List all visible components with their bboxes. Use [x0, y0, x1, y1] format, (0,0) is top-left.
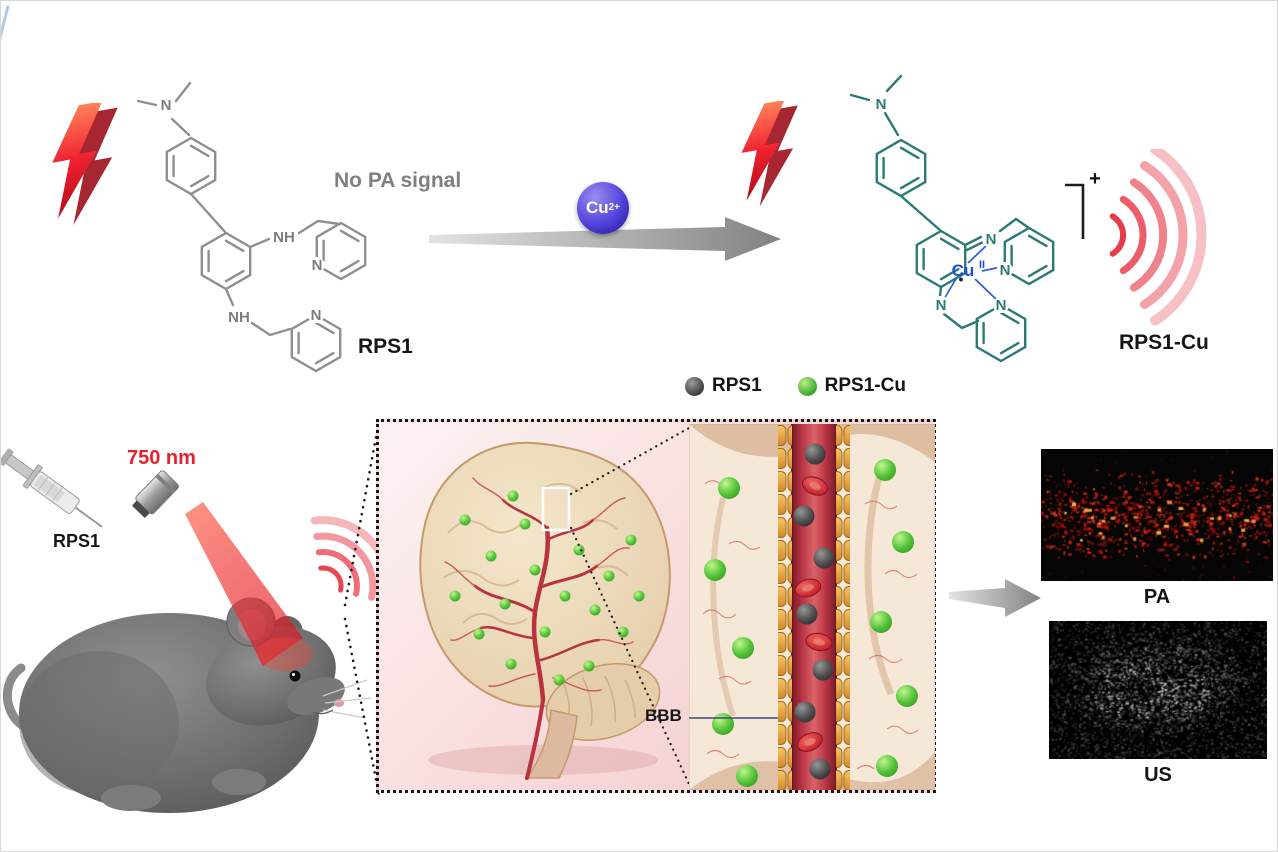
rps1cu-spheres	[704, 459, 918, 787]
legend-label-rps1: RPS1	[712, 375, 762, 396]
svg-text:N: N	[311, 307, 322, 324]
cu-ion-charge: 2+	[608, 202, 621, 213]
output-arrow	[949, 579, 1041, 617]
zoom-region-box	[541, 486, 571, 532]
bbb-wall-left	[778, 424, 792, 790]
laser-spot	[257, 637, 313, 671]
syringe-label: RPS1	[53, 531, 101, 551]
reaction-arrow	[429, 217, 781, 261]
cu-ion-symbol: Cu	[585, 198, 609, 217]
legend-label-rps1cu: RPS1-Cu	[824, 375, 906, 396]
laser-pointer-icon	[132, 470, 179, 518]
legend-item-rps1: RPS1	[685, 375, 762, 397]
brain-zoom-panel: BBB	[376, 419, 936, 793]
svg-text:NH: NH	[228, 309, 250, 326]
rps1-structure: N NH NH N N	[136, 81, 367, 373]
charge-bracket	[1065, 183, 1085, 239]
tissue-capillaries	[702, 480, 919, 770]
laser-wavelength-label: 750 nm	[127, 447, 196, 469]
lightning-bolt-left-icon	[52, 103, 118, 225]
rps1-sphere-icon	[685, 376, 704, 396]
svg-text:Cu: Cu	[952, 261, 975, 280]
bbb-wall-right	[836, 424, 850, 790]
rps1cu-bonds	[849, 74, 1055, 363]
laser-beam	[185, 502, 303, 666]
bbb-label: BBB	[645, 706, 682, 725]
pa-output: PA	[1041, 449, 1273, 609]
us-output: US	[1049, 621, 1267, 787]
svg-text:+: +	[1089, 168, 1101, 190]
svg-text:N: N	[161, 97, 172, 114]
rps1cu-structure: N N N N N • Cu II +	[849, 74, 1101, 363]
rps1-spheres	[793, 443, 835, 780]
svg-text:N: N	[986, 231, 997, 248]
pa-signal-waves-icon	[1109, 149, 1207, 326]
brain-capillaries	[444, 477, 634, 692]
svg-text:•: •	[959, 271, 964, 287]
svg-text:N: N	[1000, 262, 1011, 279]
svg-text:N: N	[876, 96, 887, 113]
pa-label: PA	[1143, 586, 1171, 608]
box-connector-lines	[569, 426, 691, 786]
rps1cu-sphere-icon	[797, 376, 817, 396]
zoom-connector-lines	[343, 419, 381, 797]
rps1-bonds	[136, 81, 367, 373]
red-blood-cells	[794, 476, 833, 752]
us-label: US	[1144, 764, 1172, 786]
no-pa-signal-text: No PA signal	[334, 169, 462, 192]
rps1cu-structure-label: RPS1-Cu	[1119, 331, 1209, 354]
svg-text:N: N	[936, 297, 947, 314]
rps1-atom-labels: N NH NH N N	[157, 96, 325, 329]
legend: RPS1 RPS1-Cu	[685, 375, 906, 397]
mouse-scene	[1, 448, 393, 813]
mouse-illustration	[2, 597, 372, 813]
svg-text:II: II	[979, 259, 985, 271]
svg-text:N: N	[996, 297, 1007, 314]
svg-text:NH: NH	[273, 229, 295, 246]
pa-image	[1041, 449, 1273, 581]
legend-item-rps1cu: RPS1-Cu	[797, 375, 906, 397]
rps1cu-dots-brain	[449, 490, 645, 686]
vessel-bbb-view	[689, 424, 935, 790]
brain-illustration	[419, 441, 671, 780]
svg-text:N: N	[312, 257, 323, 274]
brain-gyri	[442, 482, 629, 625]
lightning-bolt-right-icon	[741, 101, 798, 207]
syringe-icon	[1, 448, 103, 528]
us-image	[1049, 621, 1267, 759]
rps1-structure-label: RPS1	[358, 335, 413, 358]
rps1cu-atom-labels: N N N N N • Cu II +	[872, 95, 1101, 314]
corner-mark	[1, 5, 10, 43]
